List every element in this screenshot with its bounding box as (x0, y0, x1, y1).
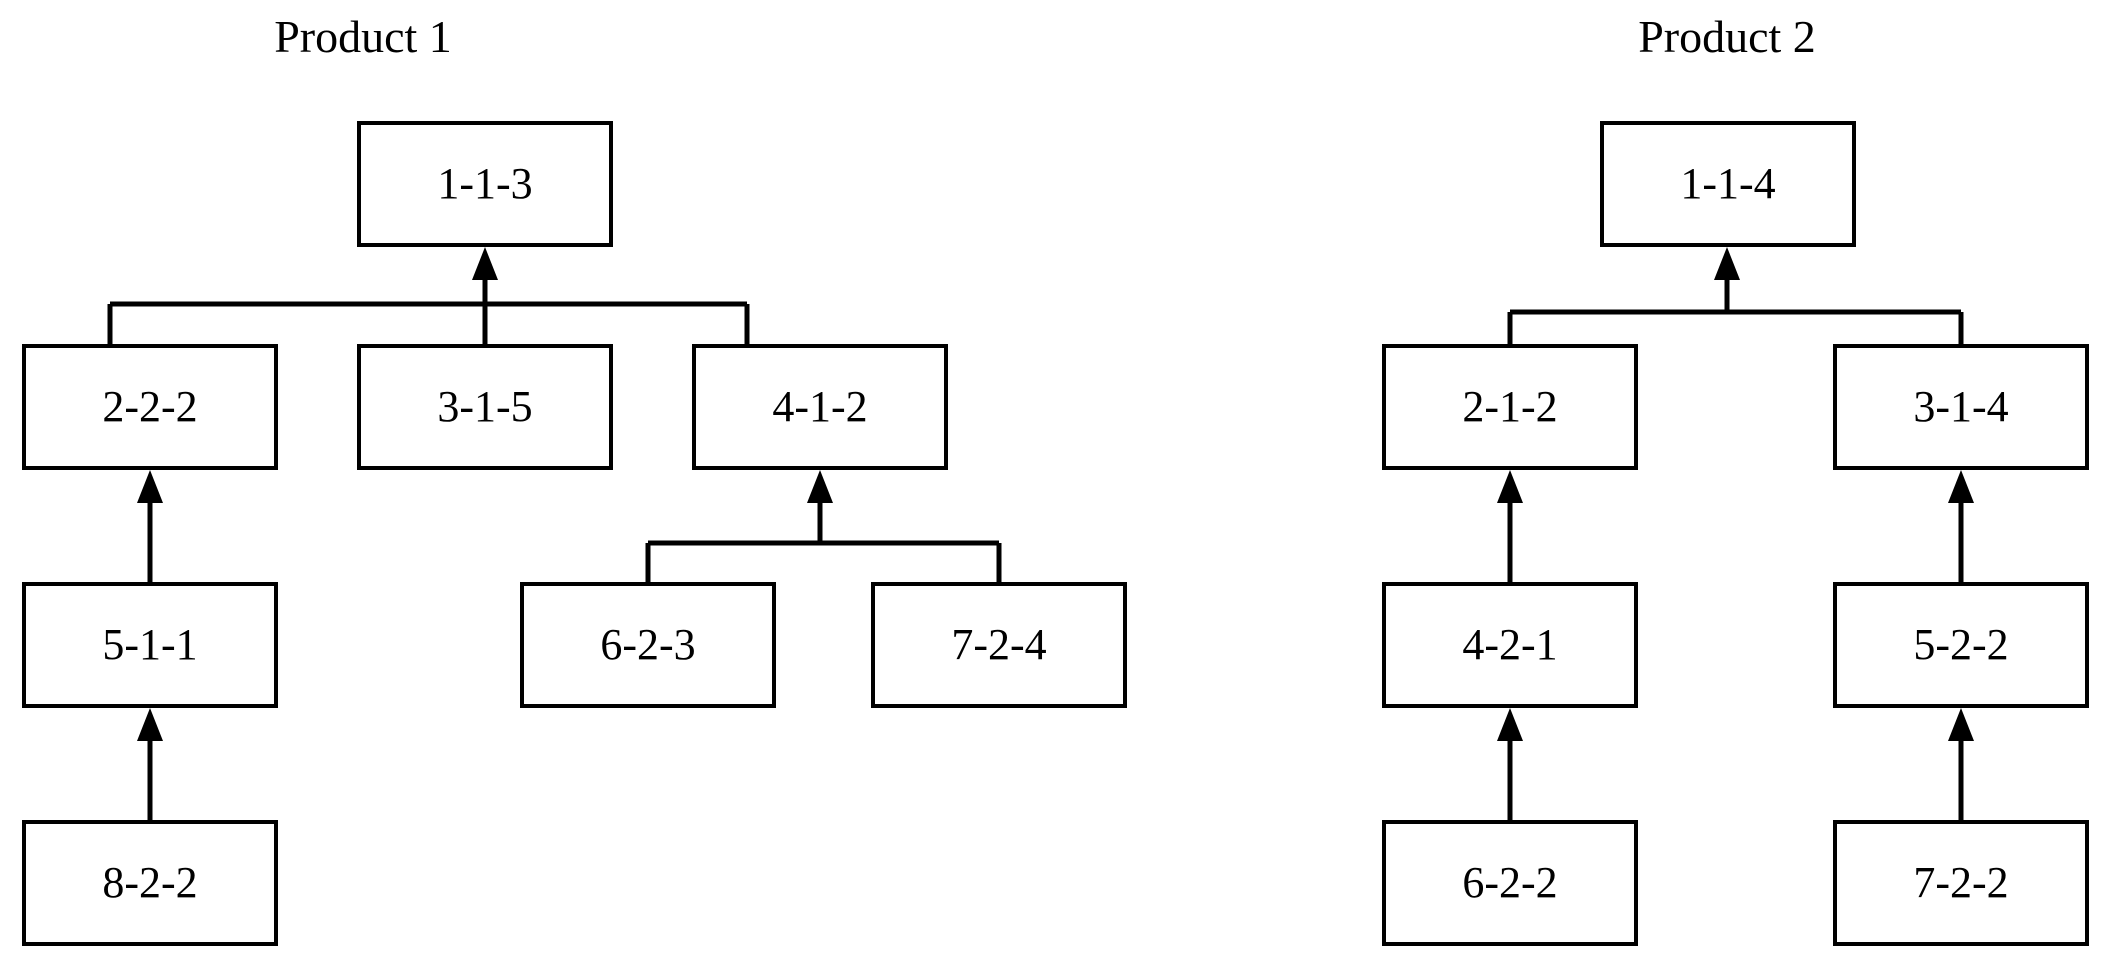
node-label: 6-2-2 (1462, 858, 1558, 907)
p1-bus-412-arrowhead-icon (807, 470, 833, 503)
node-box-5-1-1[interactable]: 5-1-1 (22, 582, 278, 708)
p1-arrow-8to5-arrowhead-icon (137, 708, 163, 741)
node-box-4-2-1[interactable]: 4-2-1 (1382, 582, 1638, 708)
node-box-6-2-3[interactable]: 6-2-3 (520, 582, 776, 708)
node-box-6-2-2[interactable]: 6-2-2 (1382, 820, 1638, 946)
node-label: 2-1-2 (1462, 382, 1558, 431)
diagram-title-product-2: Product 2 (1638, 11, 1816, 62)
node-label: 4-1-2 (772, 382, 868, 431)
node-box-3-1-4[interactable]: 3-1-4 (1833, 344, 2089, 470)
node-box-5-2-2[interactable]: 5-2-2 (1833, 582, 2089, 708)
node-label: 8-2-2 (102, 858, 198, 907)
node-label: 1-1-4 (1680, 159, 1776, 208)
p1-arrow-5to2-arrowhead-icon (137, 470, 163, 503)
node-label: 4-2-1 (1462, 620, 1558, 669)
node-box-1-1-3[interactable]: 1-1-3 (357, 121, 613, 247)
p1-bus-root-arrowhead-icon (472, 247, 498, 280)
node-box-7-2-2[interactable]: 7-2-2 (1833, 820, 2089, 946)
node-box-8-2-2[interactable]: 8-2-2 (22, 820, 278, 946)
p2-arrow-6to4-arrowhead-icon (1497, 708, 1523, 741)
node-label: 3-1-4 (1913, 382, 2009, 431)
node-label: 3-1-5 (437, 382, 533, 431)
node-label: 7-2-4 (951, 620, 1047, 669)
node-box-2-1-2[interactable]: 2-1-2 (1382, 344, 1638, 470)
node-box-4-1-2[interactable]: 4-1-2 (692, 344, 948, 470)
p2-arrow-7to5-arrowhead-icon (1948, 708, 1974, 741)
node-label: 7-2-2 (1913, 858, 2009, 907)
p2-bus-root-arrowhead-icon (1714, 247, 1740, 280)
node-box-7-2-4[interactable]: 7-2-4 (871, 582, 1127, 708)
node-label: 2-2-2 (102, 382, 198, 431)
node-label: 6-2-3 (600, 620, 696, 669)
node-label: 5-1-1 (102, 620, 198, 669)
diagram-title-product-1: Product 1 (274, 11, 452, 62)
p2-arrow-4to2-arrowhead-icon (1497, 470, 1523, 503)
node-box-1-1-4[interactable]: 1-1-4 (1600, 121, 1856, 247)
node-box-2-2-2[interactable]: 2-2-2 (22, 344, 278, 470)
node-label: 1-1-3 (437, 159, 533, 208)
node-label: 5-2-2 (1913, 620, 2009, 669)
p2-arrow-5to3-arrowhead-icon (1948, 470, 1974, 503)
node-box-3-1-5[interactable]: 3-1-5 (357, 344, 613, 470)
